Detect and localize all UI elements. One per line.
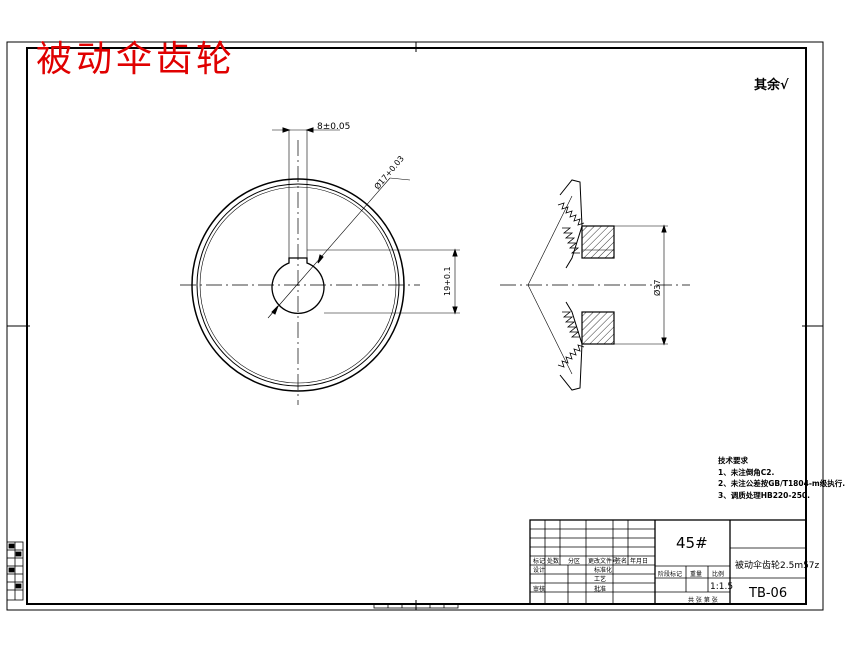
tb-label-change-doc: 更改文件号 — [588, 557, 618, 565]
tb-label-scale: 比例 — [712, 570, 724, 578]
hub-upper-section — [581, 225, 615, 259]
tb-label-stage-mark: 阶段标记 — [658, 570, 682, 578]
front-view — [180, 127, 460, 405]
centering-marks — [7, 42, 823, 610]
margin-bar-grid — [6, 541, 24, 601]
section-view — [500, 179, 690, 391]
roughness-label: 其余 — [754, 78, 781, 93]
bore-diameter-leader — [267, 177, 391, 319]
technical-requirements: 技术要求 1、未注倒角C2. 2、未注公差按GB/T1804-m级执行. 3、调… — [718, 455, 845, 501]
note-item: 1、未注倒角C2. — [718, 467, 775, 477]
outer-border — [6, 41, 824, 611]
bore-with-keyway — [271, 257, 325, 314]
tb-label-process: 工艺 — [594, 575, 606, 583]
lower-tooth-profile — [559, 301, 583, 391]
drawing-title: 被动伞齿轮 — [36, 39, 237, 80]
tb-label-date: 年月日 — [630, 557, 648, 565]
keyway-width-dim: 8±0.05 — [317, 122, 350, 132]
tb-label-count: 处数 — [547, 557, 559, 565]
upper-tooth-profile — [559, 179, 583, 269]
note-item: 3、调质处理HB220-250. — [718, 490, 810, 500]
tb-label-design: 设计 — [533, 566, 545, 574]
material-text: 45# — [676, 534, 708, 552]
part-name-text: 被动伞齿轮2.5m57z — [735, 559, 820, 571]
notes-heading: 技术要求 — [718, 456, 748, 465]
bore-diameter-dim: Ø17+0.03 — [372, 153, 406, 191]
title-block-grid — [529, 519, 807, 605]
drawing-number-text: TB-06 — [748, 586, 787, 601]
tb-label-zone: 分区 — [568, 557, 580, 565]
tb-label-sign: 签名 — [615, 557, 627, 565]
tb-label-approve: 批准 — [594, 585, 606, 593]
scale-strip — [373, 603, 459, 609]
tb-label-standardize: 标准化 — [594, 566, 612, 574]
note-item: 2、未注公差按GB/T1804-m级执行. — [718, 479, 845, 488]
tb-label-sheets: 共 张 第 张 — [688, 596, 718, 604]
keyway-depth-dim: 19+0.1 — [443, 266, 452, 296]
hub-diameter-dim: Ø37 — [652, 280, 662, 296]
tb-label-weight: 重量 — [690, 570, 702, 578]
tb-label-review: 审核 — [533, 585, 545, 593]
scale-value: 1:1.5 — [710, 582, 733, 592]
hub-lower-section — [581, 311, 615, 345]
tb-label-mark: 标记 — [533, 557, 545, 565]
roughness-check-icon: √ — [780, 78, 789, 93]
surface-roughness-note: 其余√ — [754, 74, 789, 93]
